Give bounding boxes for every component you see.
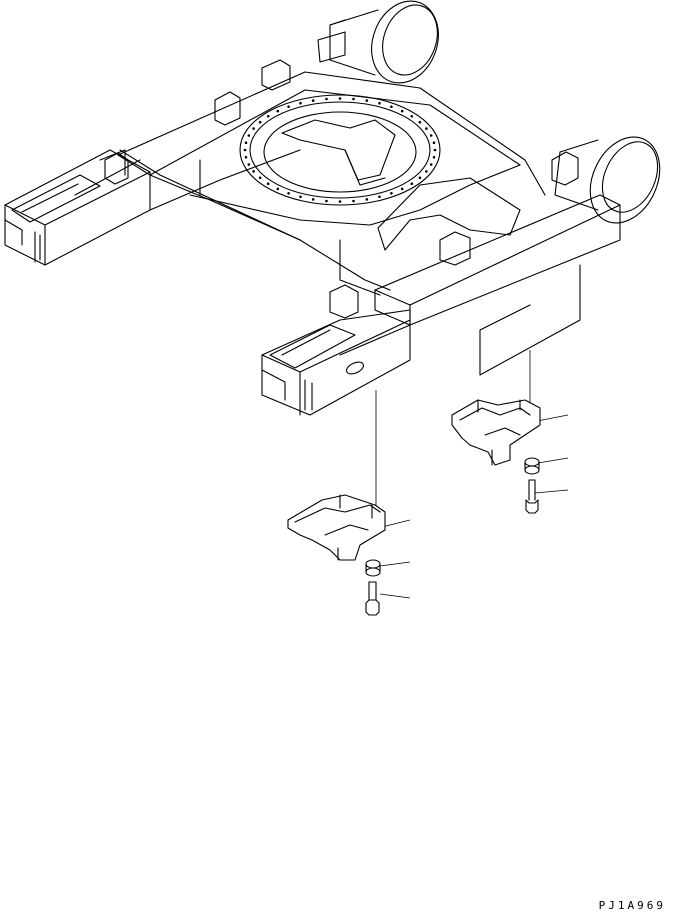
bolt-hole — [325, 97, 328, 101]
bolt-hole — [338, 200, 342, 203]
bolt-lower — [366, 582, 379, 615]
bolt-hole — [433, 148, 437, 152]
bolt-hole — [244, 141, 248, 144]
bolt-hole — [432, 156, 436, 159]
bolt-hole — [311, 99, 315, 102]
bolt-hole — [410, 182, 414, 185]
bolt-hole — [365, 99, 369, 102]
bolt-hole — [258, 176, 262, 180]
bolt-hole — [425, 170, 428, 173]
bolt-hole — [425, 127, 428, 130]
left-track-frame — [5, 150, 300, 265]
bolt-hole — [378, 195, 381, 199]
bolt-hole — [266, 182, 270, 185]
upper-roller-brackets — [105, 60, 578, 318]
track-roller-guard-right — [452, 400, 540, 465]
bolt-hole — [400, 109, 404, 113]
bolt-hole — [299, 101, 302, 105]
bolt-hole — [276, 187, 280, 191]
idler-ring-upper — [318, 0, 449, 92]
bolt-hole — [311, 198, 315, 201]
bolt-hole — [400, 187, 404, 191]
bolt-hole — [247, 163, 251, 166]
bolt-hole — [432, 141, 436, 144]
spacer-lower — [366, 560, 380, 576]
bolt-hole — [252, 127, 255, 130]
bolt-hole — [247, 134, 251, 137]
bolt-hole — [390, 105, 393, 108]
bolt-hole — [365, 198, 369, 201]
bolt-hole — [252, 170, 255, 173]
bolt-hole — [338, 97, 342, 100]
bolt-hole — [325, 199, 328, 203]
bolt-hole — [287, 192, 290, 195]
idler-ring-right — [555, 126, 673, 235]
bolt-hole — [390, 192, 393, 195]
bolt-hole — [244, 156, 248, 159]
track-frame — [5, 0, 673, 415]
spacer-right — [525, 458, 539, 474]
bolt-hole — [352, 199, 355, 203]
drawing-code: PJ1A969 — [598, 899, 666, 912]
swing-circle — [240, 95, 440, 205]
track-roller-guard-lower — [288, 495, 385, 560]
bolt-hole — [299, 195, 302, 199]
leader-lines — [376, 350, 568, 598]
bolt-hole — [258, 120, 262, 124]
bolt-hole — [276, 109, 280, 113]
bolt-hole — [266, 115, 270, 118]
bolt-hole — [378, 101, 381, 105]
bolt-hole — [287, 105, 290, 108]
bolt-hole — [243, 148, 247, 152]
bolt-hole — [429, 134, 433, 137]
bolt-right — [526, 480, 538, 513]
bolt-hole — [429, 163, 433, 166]
front-crossbeam — [375, 195, 620, 375]
bolt-hole — [418, 120, 422, 124]
bolt-hole — [410, 115, 414, 118]
front-track-frame-end — [262, 310, 410, 415]
bolt-hole — [418, 176, 422, 180]
bolt-hole — [352, 97, 355, 101]
